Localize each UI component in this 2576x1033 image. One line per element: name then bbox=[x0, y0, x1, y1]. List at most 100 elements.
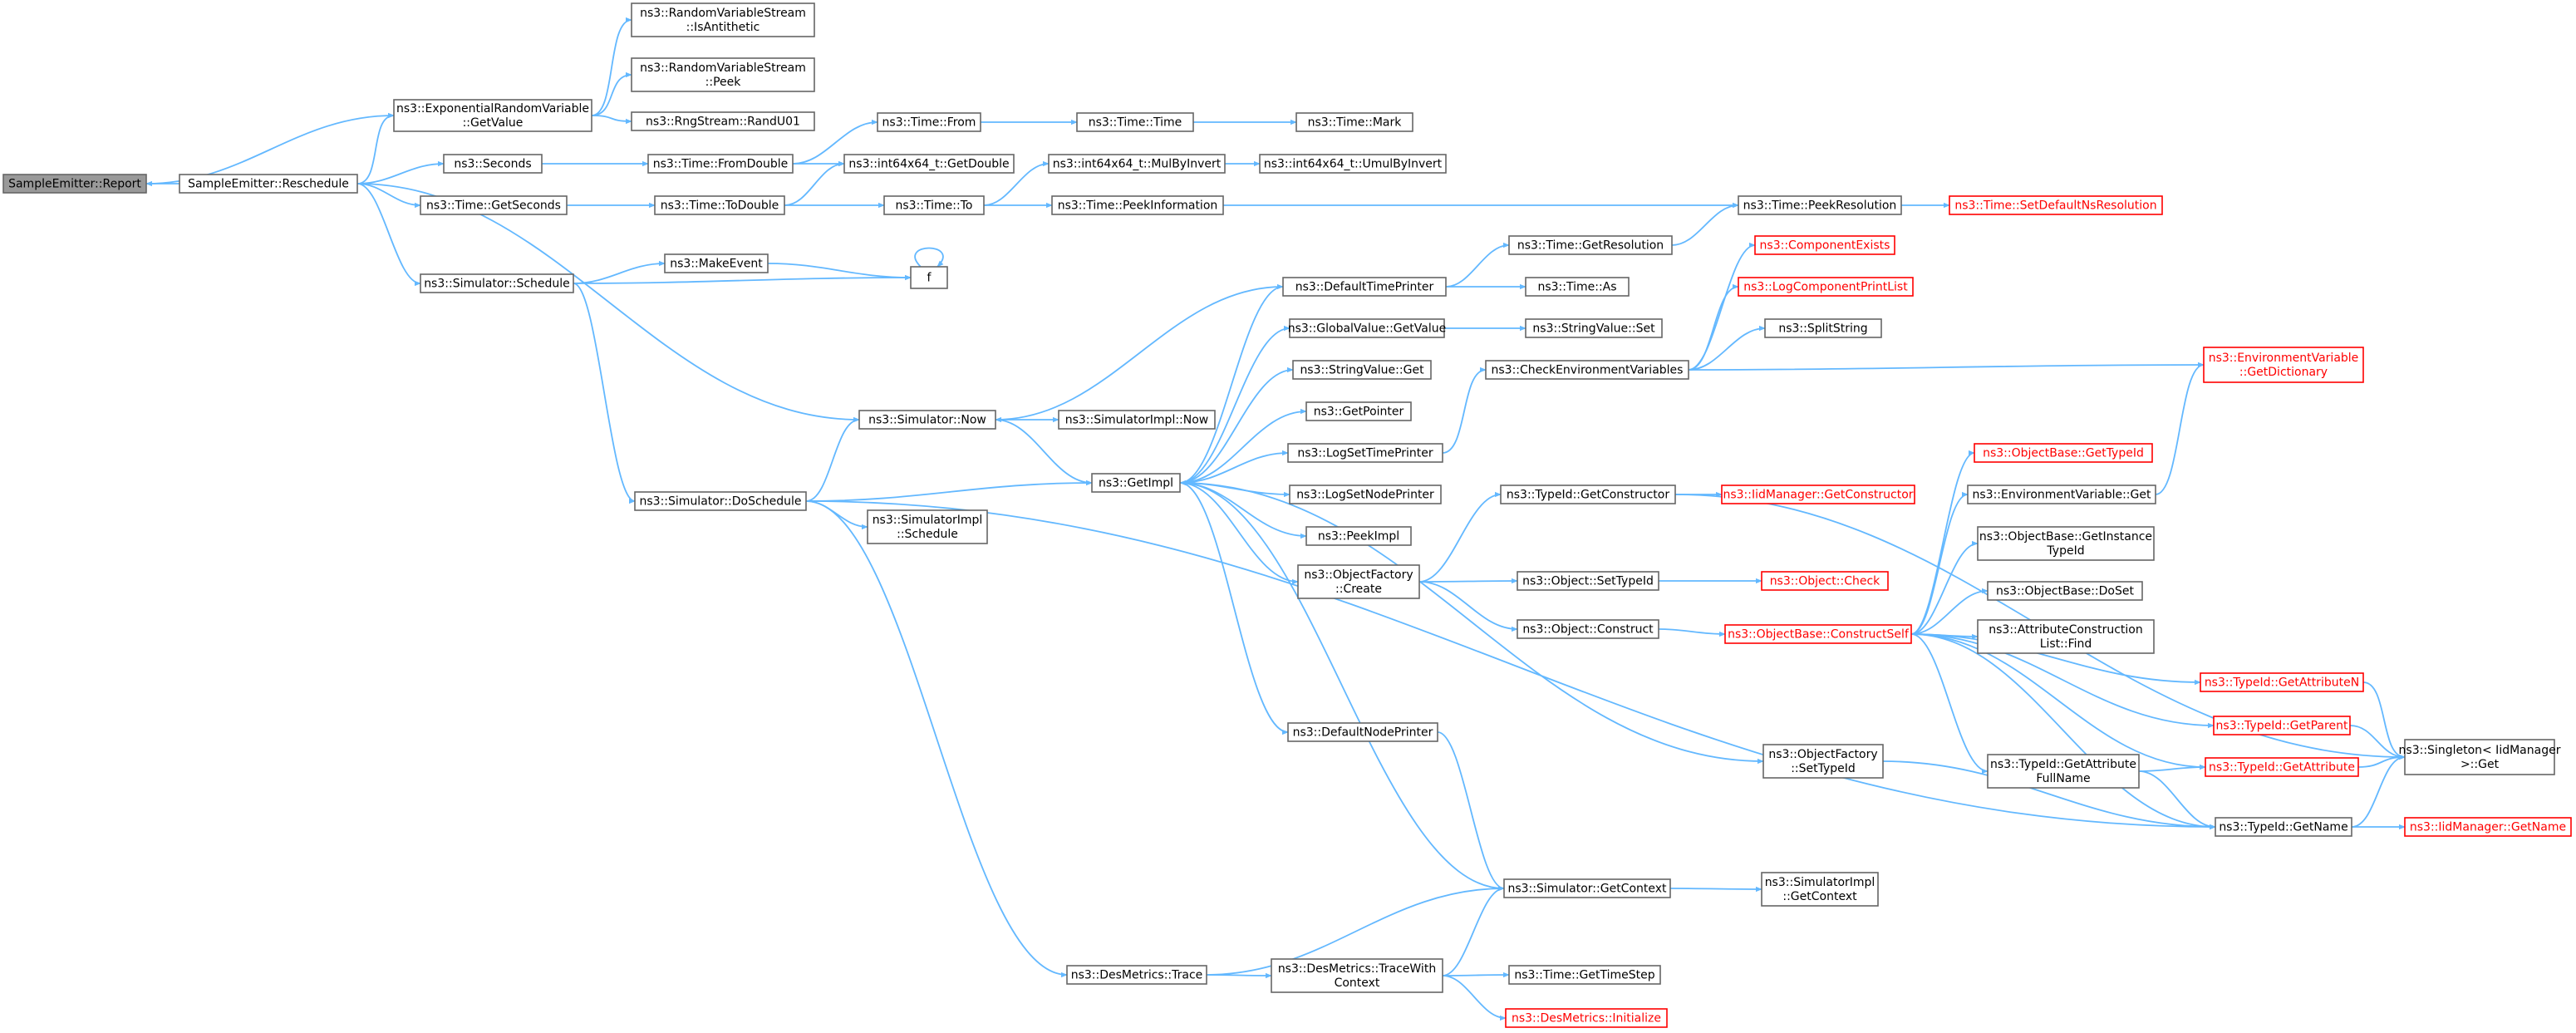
node-ns3-time-getseconds[interactable]: ns3::Time::GetSeconds bbox=[420, 195, 568, 215]
node-ns3-iidmanager-getconstructor[interactable]: ns3::IidManager::GetConstructor bbox=[1721, 485, 1915, 504]
node-ns3-time-peekinformation[interactable]: ns3::Time::PeekInformation bbox=[1051, 195, 1224, 215]
node-box bbox=[1738, 277, 1914, 297]
node-ns3-simulatorimpl-now[interactable]: ns3::SimulatorImpl::Now bbox=[1058, 410, 1216, 430]
node-ns3-object-check[interactable]: ns3::Object::Check bbox=[1761, 571, 1889, 591]
node-ns3-peekimpl[interactable]: ns3::PeekImpl bbox=[1305, 526, 1412, 546]
node-f[interactable]: f bbox=[910, 266, 948, 289]
node-ns3-objectfactory-settypeid[interactable]: ns3::ObjectFactory::SetTypeId bbox=[1762, 744, 1884, 779]
node-ns3-time-time[interactable]: ns3::Time::Time bbox=[1076, 112, 1194, 132]
node-box bbox=[1289, 318, 1445, 338]
node-ns3-objectbase-doset[interactable]: ns3::ObjectBase::DoSet bbox=[1987, 581, 2143, 601]
node-ns3-splitstring[interactable]: ns3::SplitString bbox=[1764, 318, 1882, 338]
edge-checkenv-to-splitstring bbox=[1688, 325, 1766, 371]
node-box bbox=[634, 491, 807, 511]
edge-getattr-to-singleton bbox=[2357, 754, 2406, 768]
node-ns3-logcomponentprintlist[interactable]: ns3::LogComponentPrintList bbox=[1738, 277, 1914, 297]
node-label: ns3::Simulator::Schedule bbox=[424, 278, 570, 291]
node-ns3-stringvalue-set[interactable]: ns3::StringValue::Set bbox=[1525, 318, 1663, 338]
node-ns3-singleton-iidmanager-get[interactable]: ns3::Singleton< IidManager >::Get bbox=[2399, 739, 2561, 775]
node-label: ns3::ExponentialRandomVariable bbox=[396, 102, 589, 116]
node-box bbox=[1282, 277, 1447, 297]
node-ns3-typeid-getconstructor[interactable]: ns3::TypeId::GetConstructor bbox=[1500, 485, 1676, 504]
node-ns3-objectbase-gettypeid[interactable]: ns3::ObjectBase::GetTypeId bbox=[1974, 443, 2153, 463]
node-ns3-time-setdefaultnsresolution[interactable]: ns3::Time::SetDefaultNsResolution bbox=[1949, 195, 2163, 215]
edge-fromdouble-to-timefrom bbox=[792, 119, 878, 165]
node-ns3-objectbase-constructself[interactable]: ns3::ObjectBase::ConstructSelf bbox=[1724, 624, 1912, 644]
node-ns3-typeid-getparent[interactable]: ns3::TypeId::GetParent bbox=[2213, 716, 2351, 735]
edge-reschedule-to-seconds bbox=[356, 160, 445, 184]
node-ns3-logsetnodeprinter[interactable]: ns3::LogSetNodePrinter bbox=[1289, 485, 1442, 504]
node-ns3-simulator-now[interactable]: ns3::Simulator::Now bbox=[858, 410, 996, 430]
edge-getimpl-to-logsettime bbox=[1179, 450, 1289, 484]
node-ns3-int64x64-t-mulbyinvert[interactable]: ns3::int64x64_t::MulByInvert bbox=[1048, 154, 1226, 174]
node-ns3-object-construct[interactable]: ns3::Object::Construct bbox=[1517, 619, 1659, 639]
node-ns3-defaulttimeprinter[interactable]: ns3::DefaultTimePrinter bbox=[1282, 277, 1447, 297]
node-ns3-desmetrics-trace[interactable]: ns3::DesMetrics::Trace bbox=[1066, 965, 1207, 985]
node-ns3-randomvariablestream-peek[interactable]: ns3::RandomVariableStream::Peek bbox=[631, 57, 815, 92]
node-box bbox=[1295, 112, 1413, 132]
node-label: ns3::LogComponentPrintList bbox=[1743, 281, 1908, 294]
node-ns3-time-mark[interactable]: ns3::Time::Mark bbox=[1295, 112, 1413, 132]
node-ns3-typeid-getattributen[interactable]: ns3::TypeId::GetAttributeN bbox=[2200, 672, 2364, 692]
node-ns3-globalvalue-getvalue[interactable]: ns3::GlobalValue::GetValue bbox=[1288, 318, 1446, 338]
node-ns3-checkenvironmentvariables[interactable]: ns3::CheckEnvironmentVariables bbox=[1485, 360, 1689, 380]
node-ns3-time-as[interactable]: ns3::Time::As bbox=[1525, 277, 1630, 297]
node-ns3-stringvalue-get[interactable]: ns3::StringValue::Get bbox=[1292, 360, 1432, 380]
node-ns3-time-gettimestep[interactable]: ns3::Time::GetTimeStep bbox=[1508, 965, 1661, 985]
node-ns3-typeid-getattribute[interactable]: ns3::TypeId::GetAttribute bbox=[2205, 757, 2359, 777]
node-label: ns3::GetImpl bbox=[1099, 477, 1173, 490]
node-ns3-typeid-getname[interactable]: ns3::TypeId::GetName bbox=[2215, 817, 2352, 837]
node-ns3-environmentvariable-getdictionary[interactable]: ns3::EnvironmentVariable::GetDictionary bbox=[2203, 347, 2364, 383]
node-ns3-makeevent[interactable]: ns3::MakeEvent bbox=[664, 253, 769, 273]
node-ns3-int64x64-t-getdouble[interactable]: ns3::int64x64_t::GetDouble bbox=[843, 154, 1015, 174]
node-ns3-exponentialrandomvariable-getvalue[interactable]: ns3::ExponentialRandomVariable::GetValue bbox=[393, 99, 592, 132]
node-box bbox=[179, 174, 358, 194]
node-ns3-time-todouble[interactable]: ns3::Time::ToDouble bbox=[654, 195, 785, 215]
node-label: ns3::Time::To bbox=[896, 199, 973, 213]
node-ns3-getimpl[interactable]: ns3::GetImpl bbox=[1091, 473, 1181, 493]
node-ns3-seconds[interactable]: ns3::Seconds bbox=[443, 154, 543, 174]
node-ns3-logsettimeprinter[interactable]: ns3::LogSetTimePrinter bbox=[1287, 443, 1443, 463]
node-ns3-object-settypeid[interactable]: ns3::Object::SetTypeId bbox=[1517, 571, 1659, 591]
node-box bbox=[2203, 347, 2364, 383]
node-sampleemitter-report[interactable]: SampleEmitter::Report bbox=[2, 174, 147, 194]
node-ns3-simulator-getcontext[interactable]: ns3::Simulator::GetContext bbox=[1503, 878, 1671, 898]
node-ns3-simulator-doschedule[interactable]: ns3::Simulator::DoSchedule bbox=[634, 491, 807, 511]
node-ns3-environmentvariable-get[interactable]: ns3::EnvironmentVariable::Get bbox=[1967, 485, 2156, 504]
node-box bbox=[1764, 318, 1882, 338]
node-ns3-rngstream-randu01[interactable]: ns3::RngStream::RandU01 bbox=[631, 111, 815, 131]
node-label: ::GetValue bbox=[463, 116, 524, 130]
node-box bbox=[1967, 485, 2156, 504]
node-box bbox=[1503, 878, 1671, 898]
node-ns3-time-peekresolution[interactable]: ns3::Time::PeekResolution bbox=[1738, 195, 1902, 215]
node-ns3-simulatorimpl-getcontext[interactable]: ns3::SimulatorImpl::GetContext bbox=[1761, 872, 1879, 907]
edge-constructself-to-envget bbox=[1910, 491, 1969, 635]
node-box bbox=[1974, 443, 2153, 463]
node-ns3-time-getresolution[interactable]: ns3::Time::GetResolution bbox=[1508, 235, 1673, 255]
node-ns3-time-fromdouble[interactable]: ns3::Time::FromDouble bbox=[647, 154, 794, 174]
edge-constructself-to-getname bbox=[1910, 633, 2216, 830]
edge-checkenv-to-compexists bbox=[1688, 242, 1756, 371]
node-sampleemitter-reschedule[interactable]: SampleEmitter::Reschedule bbox=[179, 174, 358, 194]
node-ns3-time-to[interactable]: ns3::Time::To bbox=[883, 195, 985, 215]
node-ns3-iidmanager-getname[interactable]: ns3::IidManager::GetName bbox=[2404, 817, 2572, 837]
node-ns3-defaultnodeprinter[interactable]: ns3::DefaultNodePrinter bbox=[1287, 722, 1438, 742]
node-ns3-time-from[interactable]: ns3::Time::From bbox=[877, 112, 981, 132]
node-label: ns3::DefaultNodePrinter bbox=[1293, 726, 1433, 740]
node-box bbox=[1287, 443, 1443, 463]
node-ns3-componentexists[interactable]: ns3::ComponentExists bbox=[1754, 235, 1895, 255]
node-ns3-int64x64-t-umulbyinvert[interactable]: ns3::int64x64_t::UmulByInvert bbox=[1259, 154, 1447, 174]
node-ns3-simulator-schedule[interactable]: ns3::Simulator::Schedule bbox=[420, 273, 574, 293]
node-label: ns3::TypeId::GetAttribute bbox=[1990, 758, 2136, 771]
node-label: ns3::TypeId::GetConstructor bbox=[1507, 489, 1669, 502]
node-label: ns3::ObjectBase::ConstructSelf bbox=[1728, 628, 1910, 642]
node-ns3-simulatorimpl-schedule[interactable]: ns3::SimulatorImpl::Schedule bbox=[867, 509, 988, 544]
node-ns3-desmetrics-initialize[interactable]: ns3::DesMetrics::Initialize bbox=[1505, 1008, 1668, 1028]
node-ns3-getpointer[interactable]: ns3::GetPointer bbox=[1305, 401, 1412, 421]
node-ns3-randomvariablestream-isantithetic[interactable]: ns3::RandomVariableStream::IsAntithetic bbox=[631, 2, 815, 37]
node-ns3-objectfactory-create[interactable]: ns3::ObjectFactory::Create bbox=[1297, 564, 1420, 599]
